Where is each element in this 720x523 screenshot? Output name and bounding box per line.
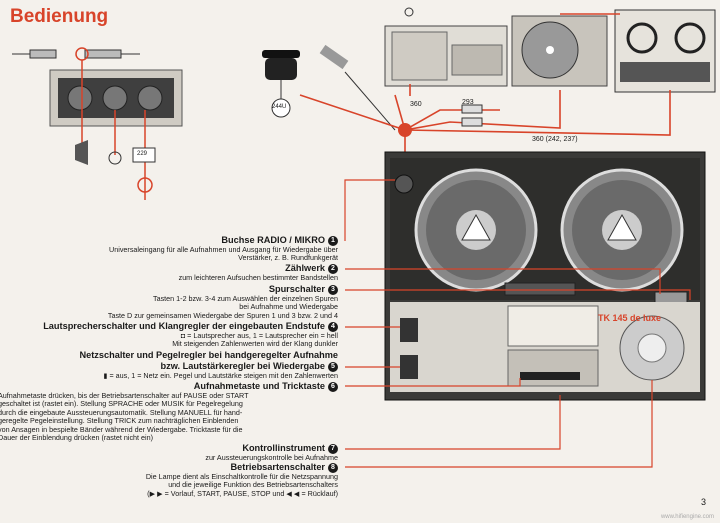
section-2-heading: Zählwerk xyxy=(285,263,325,273)
section-1-line: Verstärker, z. B. Rundfunkgerät xyxy=(238,253,338,263)
section-3-line: Tasten 1-2 bzw. 3-4 zum Auswählen der ei… xyxy=(153,294,338,303)
section-7-number: 7 xyxy=(328,443,338,454)
section-8-heading: Betriebsartenschalter xyxy=(230,462,325,472)
section-8-line: und die jeweilige Funktion des Betriebsa… xyxy=(168,480,338,490)
main-tape-recorder xyxy=(384,151,706,401)
section-5-line: ▮ = aus, 1 = Netz ein. Pegel und Lautstä… xyxy=(103,371,339,380)
section-8-line: (▶ ▶ = Vorlauf, START, PAUSE, STOP und ◀… xyxy=(147,488,338,498)
section-3-number: 3 xyxy=(328,284,338,295)
paragraph-6-line: Aufnahmetaste drücken, bis der Betriebsa… xyxy=(0,391,249,400)
label-360: 360 xyxy=(410,101,422,108)
section-2-number: 2 xyxy=(328,263,338,274)
page-title: Bedienung xyxy=(10,6,109,27)
section-5-heading-2: bzw. Lautstärkeregler bei Wiedergabe xyxy=(160,361,326,371)
label-293: 293 xyxy=(462,99,474,106)
section-2-line: zum leichteren Aufsuchen bestimmter Band… xyxy=(178,273,338,282)
central-junction xyxy=(398,123,412,137)
section-4-line: ◘ = Lautsprecher aus, 1 = Lautsprecher e… xyxy=(180,331,338,340)
section-4-line: Mit steigenden Zahlenwerten wird der Kla… xyxy=(172,339,338,349)
paragraph-6-line: durch die eingebaute Aussteuerungsautoma… xyxy=(0,407,243,417)
section-4: Lautsprecherschalter und Klangregler der… xyxy=(0,321,338,349)
section-8-line: Die Lampe dient als Einschaltkontrolle f… xyxy=(145,472,338,481)
section-7-line: zur Aussteuerungskontrolle bei Aufnahme xyxy=(205,453,338,462)
section-6-heading: Aufnahmetaste und Tricktaste xyxy=(193,381,325,391)
label-244u: 244U xyxy=(272,104,287,110)
model-label: TK 145 de luxe xyxy=(598,313,661,323)
section-4-heading: Lautsprecherschalter und Klangregler der… xyxy=(43,321,325,331)
section-3-line: bei Aufnahme und Wiedergabe xyxy=(239,302,338,312)
page-number: 3 xyxy=(700,497,706,507)
section-5-heading: Netzschalter und Pegelregler bei handger… xyxy=(79,350,338,360)
paragraph-6-line: geschaltet ist (rastet ein). Stellung SP… xyxy=(0,399,243,409)
section-3-heading: Spurschalter xyxy=(268,284,325,294)
section-7-heading: Kontrollinstrument xyxy=(242,443,325,453)
watermark: www.hifiengine.com xyxy=(660,514,714,520)
section-5-number: 5 xyxy=(328,361,338,372)
paragraph-6-line: geregelte Pegeleinstellung. Stellung TRI… xyxy=(0,416,239,426)
paragraph-6-line: Dauer der Einblendung drücken (rastet ni… xyxy=(0,433,154,443)
section-3-line: Taste D zur gemeinsamen Wiedergabe der S… xyxy=(107,310,338,320)
callout-lines xyxy=(344,179,691,468)
radio xyxy=(384,7,508,87)
section-6-number: 6 xyxy=(328,381,338,392)
telephone xyxy=(262,50,300,118)
section-4-number: 4 xyxy=(328,321,338,332)
right-reel xyxy=(560,168,684,292)
section-5: Netzschalter und Pegelregler bei handger… xyxy=(0,350,338,380)
microphone xyxy=(319,44,396,131)
paragraph-6-line: von Ansagen in bespielte Bänder während … xyxy=(0,424,243,434)
section-8-number: 8 xyxy=(328,462,338,473)
label-229: 229 xyxy=(137,151,148,157)
left-reel xyxy=(414,168,538,292)
connector-panel xyxy=(12,47,183,200)
label-360b: 360 (242, 237) xyxy=(532,136,578,143)
second-tape-recorder xyxy=(614,9,716,93)
section-1-number: 1 xyxy=(328,235,338,246)
section-1-line: Universaleingang für alle Aufnahmen und … xyxy=(109,245,338,254)
section-1-heading: Buchse RADIO / MIKRO xyxy=(221,235,325,245)
record-player xyxy=(511,15,608,87)
